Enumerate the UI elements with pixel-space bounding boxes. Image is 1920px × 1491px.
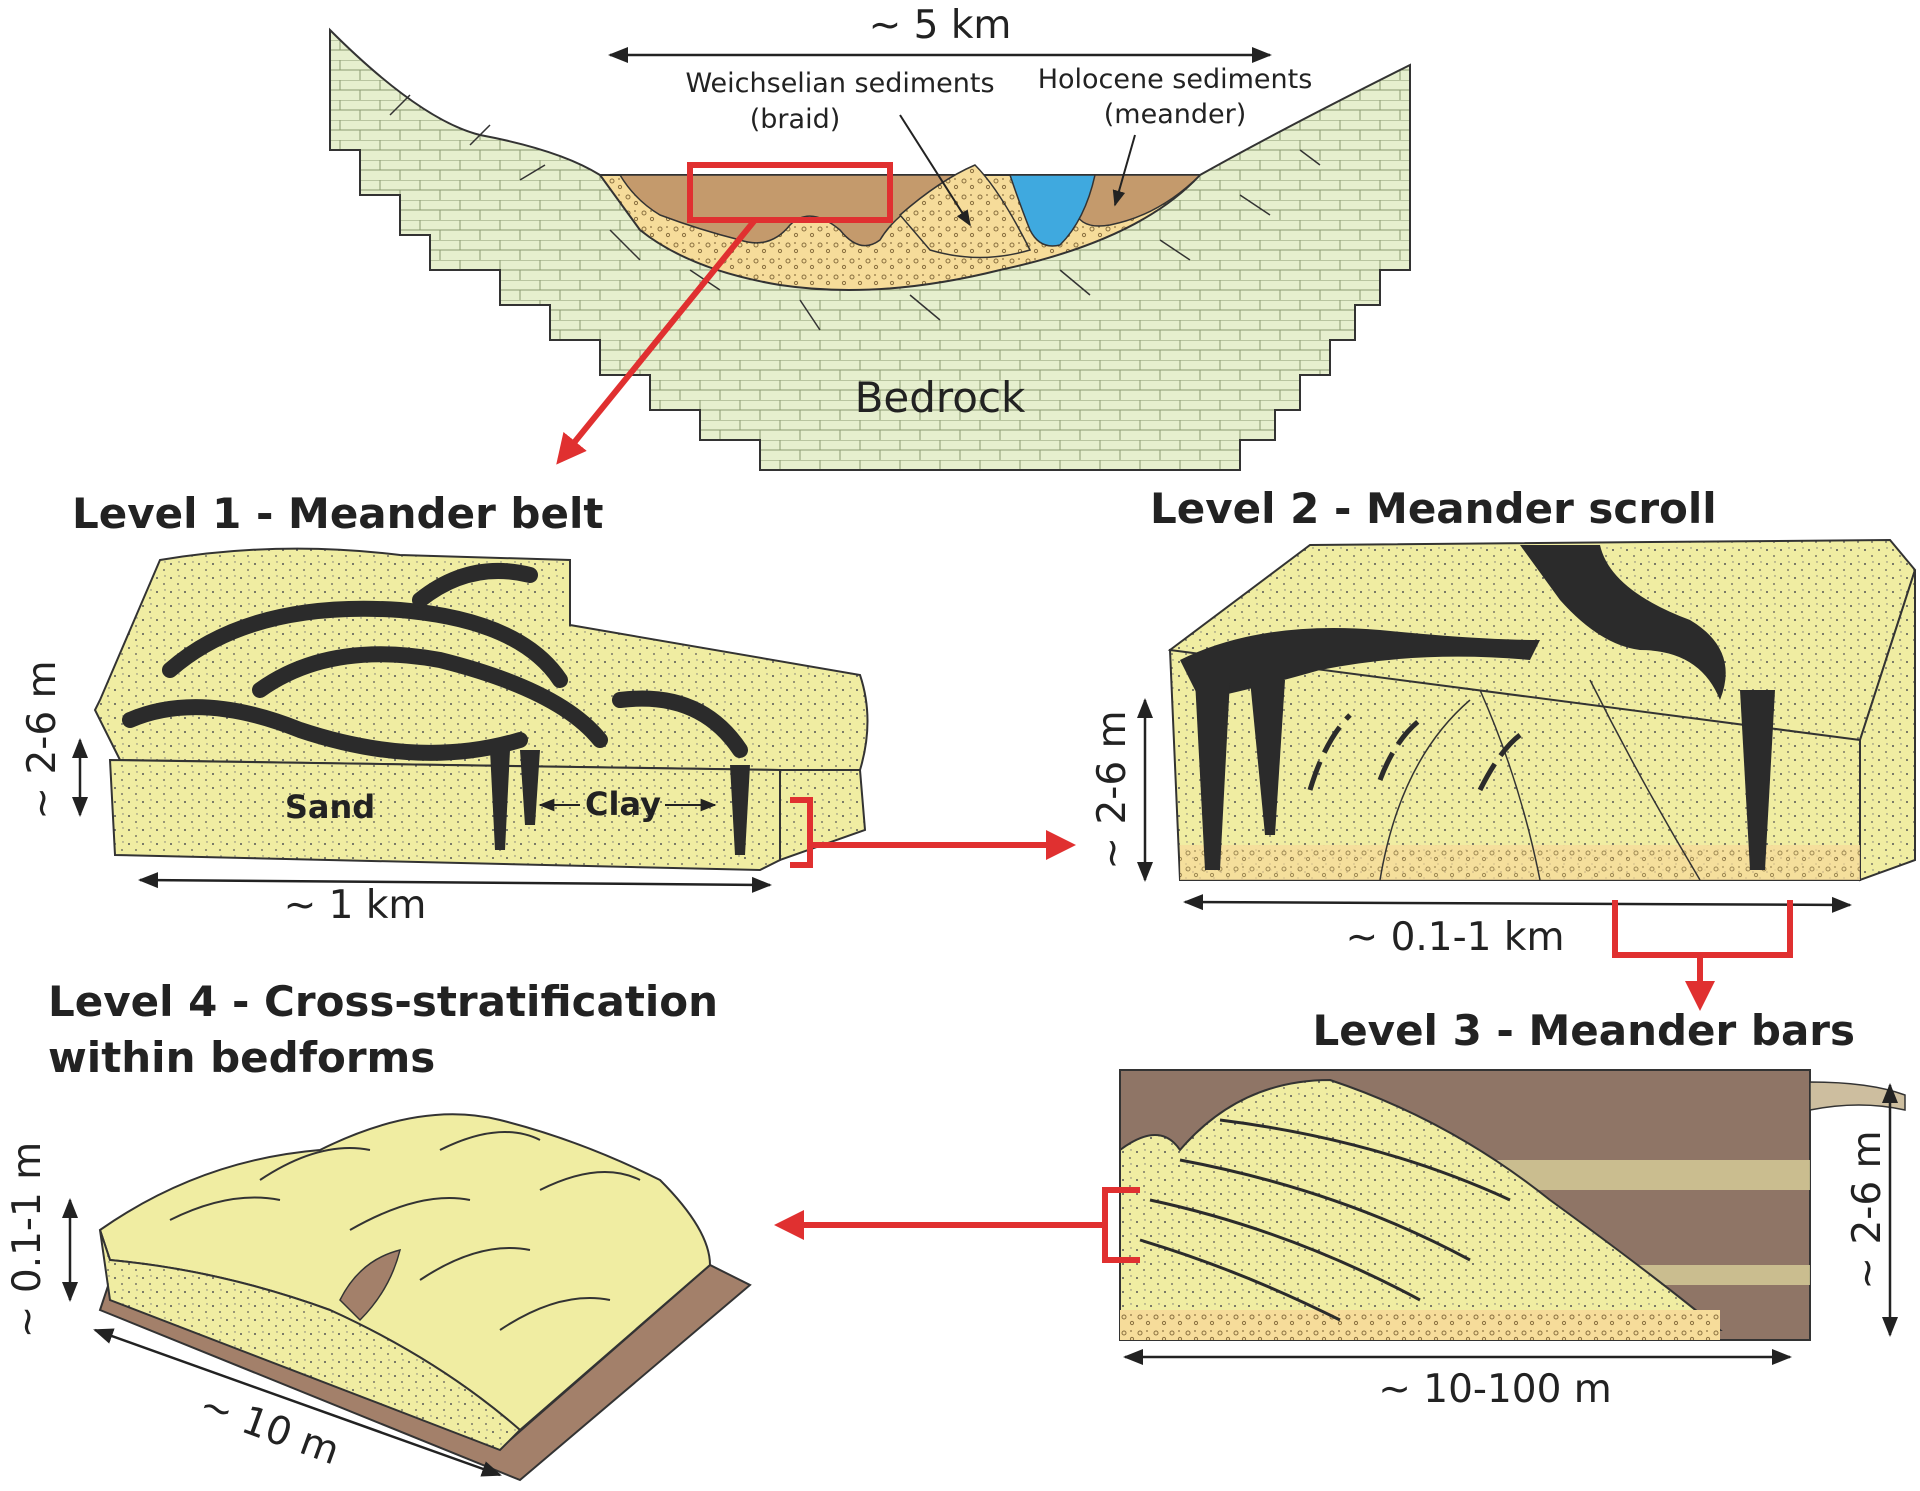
level2-accretion-marks [1307, 713, 1522, 792]
level1-title: Level 1 - Meander belt [72, 489, 603, 538]
level1-clay-plug-c [730, 765, 750, 855]
level2-width-label: ~ 0.1-1 km [1346, 915, 1565, 960]
holocene-label-1: Holocene sediments [1038, 64, 1313, 95]
level1-block: Level 1 - Meander belt Sand Clay ~ 2-6 m… [20, 489, 1076, 928]
level4-width-arrow [93, 1328, 502, 1477]
highlight-box [687, 162, 893, 223]
level2-block: Level 2 - Meander scroll ~ 2-6 m ~ 0.1-1… [1090, 484, 1917, 1011]
level4-trough [339, 1248, 402, 1322]
clay-label: Clay [585, 785, 661, 823]
weichselian-pointer [899, 114, 971, 227]
level1-right-face [779, 769, 867, 862]
level4-crest-lines [169, 1131, 641, 1331]
weichselian-label-1: Weichselian sediments [685, 68, 994, 99]
level2-scroll-lines [1379, 679, 1701, 881]
level2-height-label: ~ 2-6 m [1090, 710, 1135, 869]
level2-width-arrow [1183, 894, 1852, 913]
level2-title: Level 2 - Meander scroll [1150, 484, 1717, 533]
valley-cross-section: ~ 5 km Weichselian sediments (braid) Hol… [329, 3, 1411, 471]
level1-front-face [108, 758, 781, 872]
holocene-pointer [1112, 134, 1136, 207]
zoom-arrow-to-level1 [556, 218, 758, 465]
river-water [1008, 174, 1096, 247]
level1-clay-plug-a [490, 750, 510, 850]
level4-height-label: ~ 0.1-1 m [5, 1142, 50, 1338]
level1-clay-channels [122, 562, 748, 761]
level1-width-label: ~ 1 km [284, 883, 427, 928]
holocene-label-2: (meander) [1104, 99, 1247, 130]
level3-width-label: ~ 10-100 m [1378, 1367, 1612, 1412]
bedrock-label: Bedrock [855, 373, 1026, 422]
level3-gravel-base [1120, 1310, 1720, 1340]
level4-block: Level 4 - Cross-stratification within be… [5, 977, 752, 1482]
level2-bracket [1612, 900, 1793, 958]
level4-title-2: within bedforms [48, 1033, 435, 1082]
weichselian-label-2: (braid) [750, 104, 841, 135]
level2-right-face [1859, 569, 1916, 882]
section-width-label: ~ 5 km [869, 3, 1012, 48]
level3-block: Level 3 - Meander bars ~ 2-6 m ~ 10-100 … [774, 1006, 1906, 1412]
level1-bracket [790, 797, 813, 868]
level2-clay-fills [1180, 545, 1775, 870]
level2-gravel-base [1180, 845, 1860, 880]
level3-point-bar [1119, 1078, 1723, 1331]
level1-top-surface [93, 547, 869, 771]
level3-bank [1809, 1081, 1906, 1111]
level1-height-label: ~ 2-6 m [20, 660, 65, 819]
level4-title-1: Level 4 - Cross-stratification [48, 977, 718, 1026]
sand-label: Sand [285, 788, 375, 826]
level1-width-arrow [138, 872, 772, 893]
level3-accretion-surfaces [1139, 1118, 1511, 1322]
level1-clay-plug-b [520, 750, 540, 825]
level3-title: Level 3 - Meander bars [1312, 1006, 1855, 1055]
level3-height-label: ~ 2-6 m [1845, 1130, 1890, 1289]
